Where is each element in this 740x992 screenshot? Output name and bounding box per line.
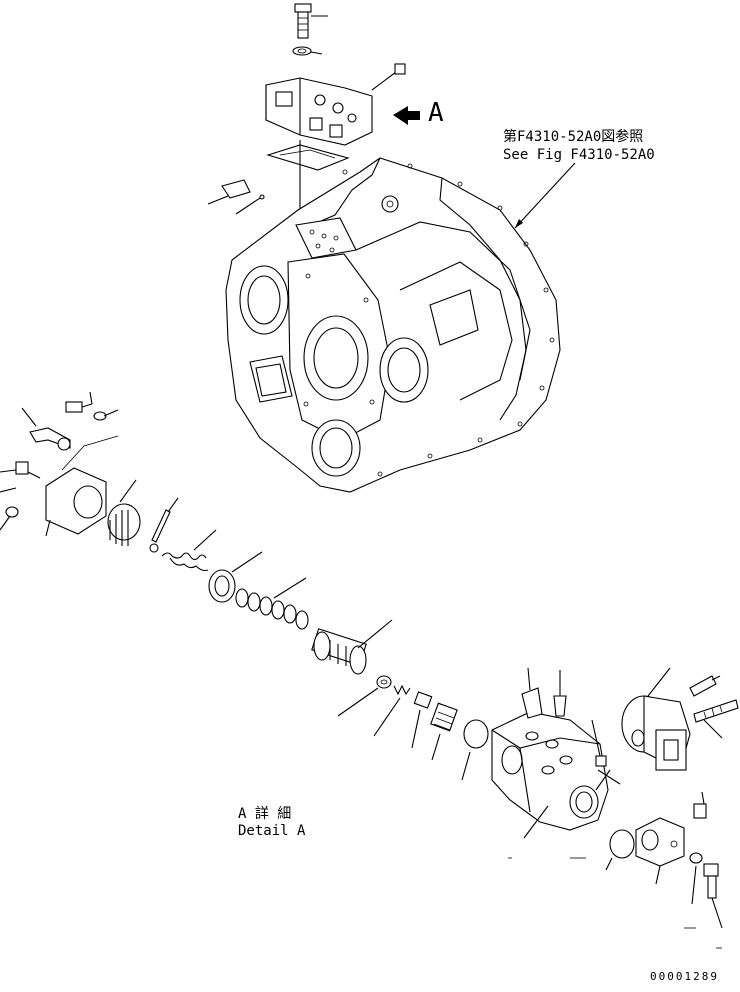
small-pin — [149, 497, 179, 553]
reference-note-line2: See Fig F4310-52A0 — [503, 147, 655, 163]
small-washer — [337, 675, 392, 717]
valve-body — [491, 711, 621, 839]
reference-note-line1: 第F4310-52A0図参照 — [503, 128, 643, 145]
reference-leader — [514, 162, 576, 229]
plug-threaded — [430, 702, 458, 761]
view-label: A — [428, 98, 444, 128]
detail-caption-line1: A 詳 細 — [238, 806, 291, 822]
o-ring-2 — [605, 829, 635, 871]
detail-caption-line2: Detail A — [238, 823, 306, 839]
solenoid-plunger — [107, 479, 141, 546]
valve-spool — [311, 619, 393, 675]
elbow-top — [521, 667, 543, 719]
spring-large — [235, 577, 309, 630]
end-bolt — [703, 863, 723, 929]
end-cap — [635, 817, 685, 885]
flange-bolt-holes — [303, 163, 555, 477]
transmission-housing — [225, 157, 561, 493]
control-valve-block — [265, 63, 406, 146]
small-plug-top — [693, 791, 707, 819]
solenoid-valve — [621, 667, 691, 771]
retainer-ring — [208, 551, 263, 603]
view-a-arrow-icon — [393, 106, 420, 125]
end-washer — [689, 852, 703, 905]
drawing-number: 00001289 — [650, 970, 719, 983]
elbow-fitting — [207, 179, 265, 215]
fitting-top — [553, 670, 567, 717]
left-cover-plate — [45, 467, 107, 537]
o-ring-1 — [461, 719, 489, 781]
top-washer — [292, 46, 323, 56]
small-plug-right — [591, 719, 607, 767]
plug-small — [411, 691, 433, 749]
mini-spring — [373, 684, 411, 737]
spring-small — [161, 529, 217, 572]
top-bolt — [294, 3, 328, 39]
long-bolt — [693, 699, 739, 739]
connector-pin — [689, 675, 721, 697]
left-fittings — [0, 391, 119, 531]
